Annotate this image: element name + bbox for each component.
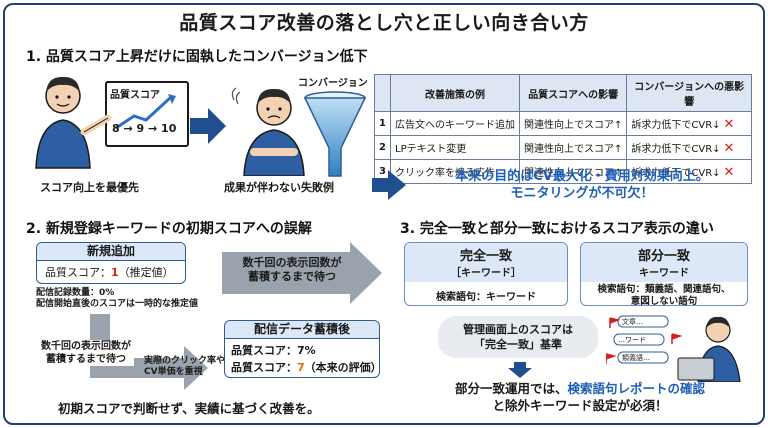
exact-match-box: 完全一致 ［キーワード］ 検索語句：キーワード [404, 242, 568, 306]
side-note-line2: CV単価を重視 [144, 367, 203, 377]
section1-heading: 1. 品質スコア上昇だけに固執したコンバージョン低下 [26, 49, 368, 65]
x-mark-icon: ✕ [723, 140, 735, 156]
table-header-row: 改善施策の例 品質スコアへの影響 コンバージョンへの悪影響 [374, 74, 752, 112]
new-box-score: 品質スコア：1（推定値） [37, 261, 185, 283]
person-laptop-illustration [606, 315, 741, 382]
note-temporary-estimate: 配信開始直後のスコアは一時的な推定値 [36, 299, 199, 309]
new-box-value: 1 [111, 266, 119, 279]
row-measure: 広告文へのキーワード追加 [390, 111, 520, 136]
right-arrow-text: 数千回の表示回数が 蓄積するまで待つ [232, 256, 352, 284]
after-line2-label: 品質スコア： [231, 361, 297, 374]
new-box-label: 品質スコア： [45, 266, 111, 279]
worried-person-illustration [231, 87, 305, 176]
row-number: 2 [374, 135, 391, 160]
side-note: 実際のクリック率や CV単価を重視 [144, 356, 225, 378]
row-number: 1 [374, 111, 391, 136]
section3-bottom-line1: 部分一致運用では、検索語句レポートの確認 [410, 380, 750, 397]
after-line2: 品質スコア：7（本来の評価） [225, 358, 382, 376]
row-qs-effect: 関連性向上でスコア↑ [518, 135, 628, 160]
table-header-num [374, 74, 391, 112]
person2-caption: 成果が伴わない失敗例 [224, 181, 334, 194]
after-line2-value: 7 [297, 361, 305, 374]
search-row-1: 文章… [622, 318, 643, 326]
broad-match-box: 部分一致 キーワード 検索語句：類義語、関連語句、 意図しない語句 [580, 242, 748, 308]
section3-bottom-text: 部分一致運用では、検索語句レポートの確認 と除外キーワード設定が必須！ [410, 380, 750, 414]
down-arrow-text-line2: 蓄積するまで待つ [46, 354, 126, 365]
right-arrow-icon [190, 108, 226, 144]
new-box-title: 新規追加 [37, 243, 185, 261]
note-delivery-volume: 配信記録数量：0% [36, 288, 115, 298]
section2-bottom-text: 初期スコアで判断せず、実績に基づく改善を。 [58, 401, 320, 416]
row-cv-text: 訴求力低下でCVR↓ [631, 167, 721, 179]
bottom-line1-highlight: 検索語句レポートの確認 [567, 381, 706, 396]
measures-table: 改善施策の例 品質スコアへの影響 コンバージョンへの悪影響 1 広告文へのキーワ… [374, 74, 752, 184]
table-row: 3 クリック率を煽る広告 関連性向上でスコア↑ 訴求力低下でCVR↓✕ [374, 159, 752, 184]
down-arrow-text: 数千回の表示回数が 蓄積するまで待つ [38, 340, 134, 366]
search-row-2: …ワード [618, 336, 646, 344]
row-cv-effect: 訴求力低下でCVR↓✕ [626, 159, 752, 184]
broad-body: 検索語句：類義語、関連語句、 意図しない語句 [581, 282, 747, 308]
exact-header: 完全一致 ［キーワード］ [405, 243, 567, 282]
section3-heading: 3. 完全一致と部分一致におけるスコア表示の違い [400, 221, 714, 237]
broad-body-line2: 意図しない語句 [630, 296, 698, 307]
x-mark-icon: ✕ [723, 164, 735, 180]
conclusion-line1: 本来の目的はCV最大化・費用対効果向上。 [455, 169, 709, 184]
board-numbers: 8 → 9 → 10 [112, 122, 177, 135]
row-measure: LPテキスト変更 [390, 135, 520, 160]
after-box-title: 配信データ蓄積後 [225, 321, 379, 339]
x-mark-icon: ✕ [723, 116, 735, 132]
wait-down-arrow-icon [90, 314, 208, 390]
bottom-line1-prefix: 部分一致運用では、 [454, 381, 568, 396]
board-title: 品質スコア [110, 90, 160, 101]
funnel-icon [303, 91, 367, 177]
after-line2-suffix: （本来の評価） [304, 361, 382, 374]
after-data-box: 配信データ蓄積後 品質スコア：7% 品質スコア：7（本来の評価） [224, 320, 382, 378]
after-line1: 品質スコア：7% [231, 344, 316, 357]
page-title: 品質スコア改善の落とし穴と正しい向き合い方 [179, 12, 589, 34]
conclusion-line2: モニタリングが不可欠！ [510, 186, 654, 201]
table-header-qs: 品質スコアへの影響 [518, 74, 628, 112]
table-header-cv: コンバージョンへの悪影響 [626, 74, 752, 112]
row-cv-text: 訴求力低下でCVR↓ [631, 143, 721, 155]
new-keyword-box: 新規追加 品質スコア：1（推定値） [36, 242, 186, 284]
person1-caption: スコア向上を最優先 [40, 181, 139, 194]
row-measure: クリック率を煽る広告 [390, 159, 520, 184]
exact-title: 完全一致 [459, 249, 512, 264]
table-header-measure: 改善施策の例 [390, 74, 520, 112]
funnel-label: コンバージョン [298, 78, 368, 89]
new-box-suffix: （推定値） [118, 266, 174, 279]
down-arrow-icon [508, 362, 532, 378]
row-cv-effect: 訴求力低下でCVR↓✕ [626, 135, 752, 160]
right-arrow-text-line2: 蓄積するまで待つ [248, 270, 336, 283]
conclusion-arrow-icon [372, 170, 406, 200]
search-row-3: 類義語… [622, 354, 650, 362]
table-row: 2 LPテキスト変更 関連性向上でスコア↑ 訴求力低下でCVR↓✕ [374, 135, 752, 160]
broad-body-line1: 検索語句：類義語、関連語句、 [597, 284, 731, 295]
section2-heading: 2. 新規登録キーワードの初期スコアへの誤解 [26, 221, 312, 237]
row-qs-effect: 関連性向上でスコア↑ [518, 111, 628, 136]
exact-body: 検索語句：キーワード [436, 292, 536, 303]
row-cv-text: 訴求力低下でCVR↓ [631, 119, 721, 131]
admin-score-bubble: 管理画面上のスコアは 「完全一致」基準 [438, 316, 598, 358]
bubble-line2: 「完全一致」基準 [474, 338, 562, 351]
broad-title: 部分一致 [637, 249, 690, 264]
row-cv-effect: 訴求力低下でCVR↓✕ [626, 111, 752, 136]
section1-conclusion: 本来の目的はCV最大化・費用対効果向上。 モニタリングが不可欠！ [412, 168, 752, 202]
side-note-line1: 実際のクリック率や [144, 356, 226, 366]
wait-right-arrow-icon [222, 242, 382, 304]
right-arrow-text-line1: 数千回の表示回数が [242, 256, 342, 269]
bubble-line1: 管理画面上のスコアは [463, 323, 573, 336]
person-with-chart-illustration [35, 76, 189, 169]
broad-header: 部分一致 キーワード [581, 243, 747, 282]
table-row: 1 広告文へのキーワード追加 関連性向上でスコア↑ 訴求力低下でCVR↓✕ [374, 111, 752, 136]
broad-sub: キーワード [639, 268, 689, 279]
down-arrow-text-line1: 数千回の表示回数が [41, 341, 131, 352]
exact-sub: ［キーワード］ [451, 268, 521, 279]
row-qs-effect: 関連性向上でスコア↑ [518, 159, 628, 184]
section3-bottom-line2: と除外キーワード設定が必須！ [492, 398, 668, 413]
